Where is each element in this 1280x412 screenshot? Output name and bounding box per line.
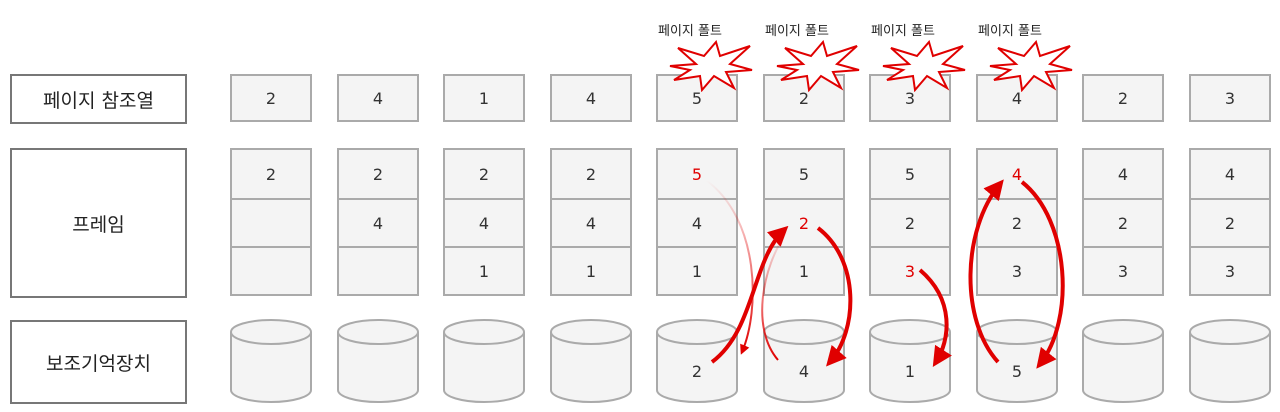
frame-cell: 2 [978, 198, 1056, 246]
frame-cell: 4 [1011, 164, 1023, 184]
frame-cell: 2 [265, 164, 277, 184]
frame-cell: 2 [765, 198, 843, 246]
frame-cell: 4 [339, 198, 417, 246]
label-secondary-storage-text: 보조기억장치 [46, 352, 151, 375]
page-fault-label: 페이지 폴트 [978, 24, 1042, 39]
disk-icon [1189, 319, 1271, 403]
disk-icon [230, 319, 312, 403]
disk-icon [550, 319, 632, 403]
label-frames: 프레임 [10, 148, 187, 298]
disk-icon [337, 319, 419, 403]
frame-cell: 2 [871, 198, 949, 246]
frame-cell: 5 [798, 164, 810, 184]
page-fault-burst-icon [989, 40, 1073, 92]
reference-cell: 2 [230, 74, 312, 122]
label-reference-string-text: 페이지 참조열 [43, 89, 154, 112]
disk-icon [1082, 319, 1164, 403]
disk-value: 5 [1011, 362, 1023, 381]
page-fault-label: 페이지 폴트 [658, 24, 722, 39]
reference-cell: 2 [1082, 74, 1164, 122]
page-fault-label: 페이지 폴트 [871, 24, 935, 39]
frame-cell: 4 [1117, 164, 1129, 184]
frame-cell: 2 [1191, 198, 1269, 246]
frame-cell: 2 [372, 164, 384, 184]
frame-cell: 2 [478, 164, 490, 184]
reference-cell: 3 [1189, 74, 1271, 122]
reference-cell: 4 [550, 74, 632, 122]
label-secondary-storage: 보조기억장치 [10, 320, 187, 404]
page-fault-label: 페이지 폴트 [765, 24, 829, 39]
label-reference-string: 페이지 참조열 [10, 74, 187, 124]
frame-cell [232, 198, 310, 246]
frame-cell: 1 [552, 246, 630, 294]
frame-cell: 3 [978, 246, 1056, 294]
frame-cell: 2 [585, 164, 597, 184]
disk-icon [976, 319, 1058, 403]
disk-value: 1 [904, 362, 916, 381]
frame-cell: 2 [1084, 198, 1162, 246]
disk-icon [443, 319, 525, 403]
disk-icon [656, 319, 738, 403]
label-frames-text: 프레임 [72, 213, 125, 236]
frame-cell: 1 [658, 246, 736, 294]
disk-icon [869, 319, 951, 403]
frame-cell [232, 246, 310, 294]
frame-cell: 5 [691, 164, 703, 184]
frame-cell: 4 [445, 198, 523, 246]
reference-cell: 1 [443, 74, 525, 122]
frame-cell: 3 [1191, 246, 1269, 294]
frame-cell: 3 [871, 246, 949, 294]
reference-cell: 4 [337, 74, 419, 122]
frame-cell: 3 [1084, 246, 1162, 294]
frame-cell: 1 [445, 246, 523, 294]
disk-value: 4 [798, 362, 810, 381]
page-fault-burst-icon [882, 40, 966, 92]
page-fault-burst-icon [669, 40, 753, 92]
frame-cell [339, 246, 417, 294]
frame-cell: 5 [904, 164, 916, 184]
frame-cell: 4 [658, 198, 736, 246]
frame-cell: 1 [765, 246, 843, 294]
disk-value: 2 [691, 362, 703, 381]
page-fault-burst-icon [776, 40, 860, 92]
frame-stack: 2 [230, 148, 312, 296]
frame-cell: 4 [1224, 164, 1236, 184]
frame-cell: 4 [552, 198, 630, 246]
disk-icon [763, 319, 845, 403]
